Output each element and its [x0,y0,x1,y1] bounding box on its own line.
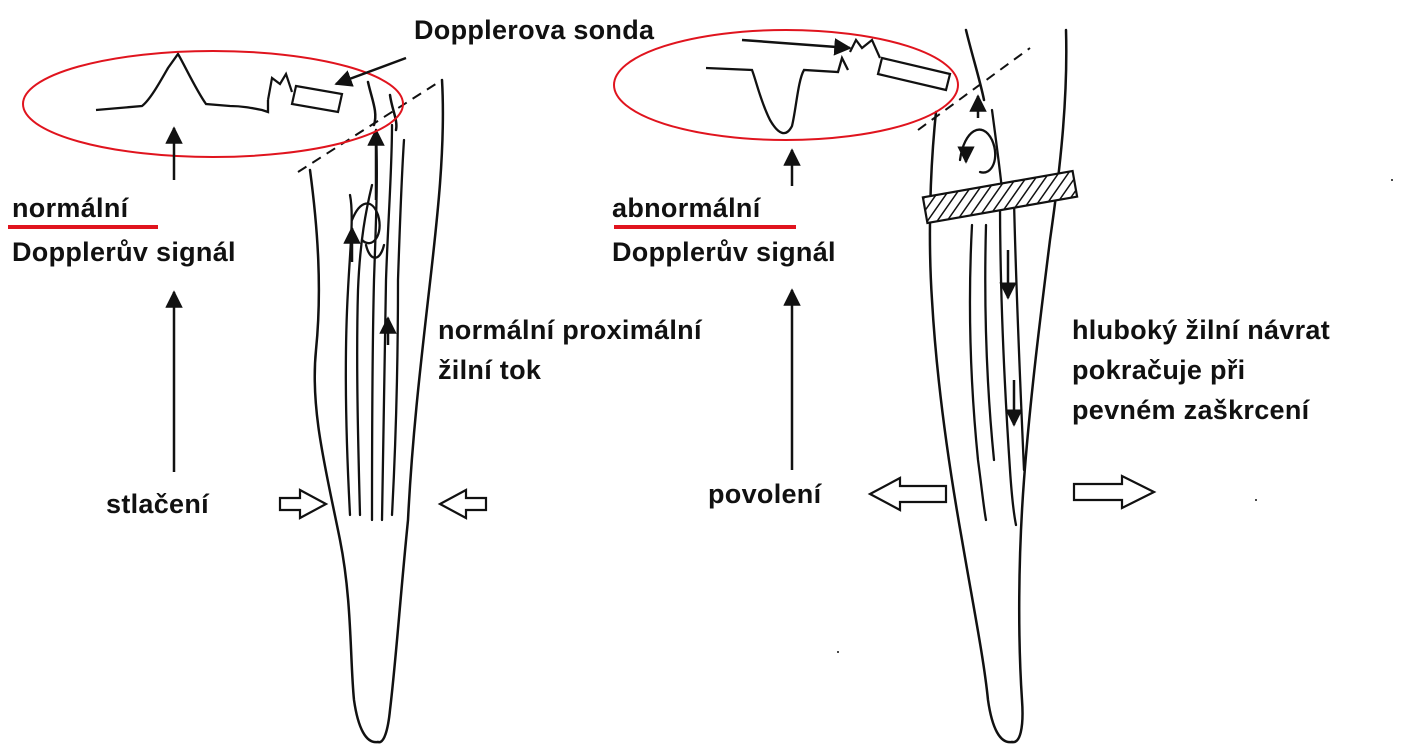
label-release: povolení [708,478,821,510]
right-doppler-waveform [706,58,848,133]
label-proximal-flow-1: normální proximální [438,314,702,346]
release-arrow-right [1074,476,1154,508]
label-deep-return-2: pokračuje při [1072,354,1245,386]
right-flow-arrows [966,96,1014,425]
right-veins [960,110,1024,525]
compression-arrow-right [280,490,326,518]
label-normal-signal: Dopplerův signál [12,236,236,268]
label-deep-return-3: pevném zaškrcení [1072,394,1309,426]
label-deep-return-1: hluboký žilní návrat [1072,314,1330,346]
probe-pointer-left [336,58,406,84]
release-arrow-left [870,478,946,510]
probe-pointer-right [742,40,850,48]
label-doppler-probe: Dopplerova sonda [414,14,654,46]
label-normal: normální [12,192,128,224]
compression-arrow-left [440,490,486,518]
left-probe [268,74,342,112]
label-proximal-flow-2: žilní tok [438,354,541,386]
label-abnormal: abnormální [612,192,761,224]
right-leg [930,30,1066,742]
right-signal-highlight [614,30,958,140]
label-compression: stlačení [106,488,209,520]
right-probe [850,40,950,90]
left-doppler-waveform [96,54,268,112]
label-abnormal-signal: Dopplerův signál [612,236,836,268]
